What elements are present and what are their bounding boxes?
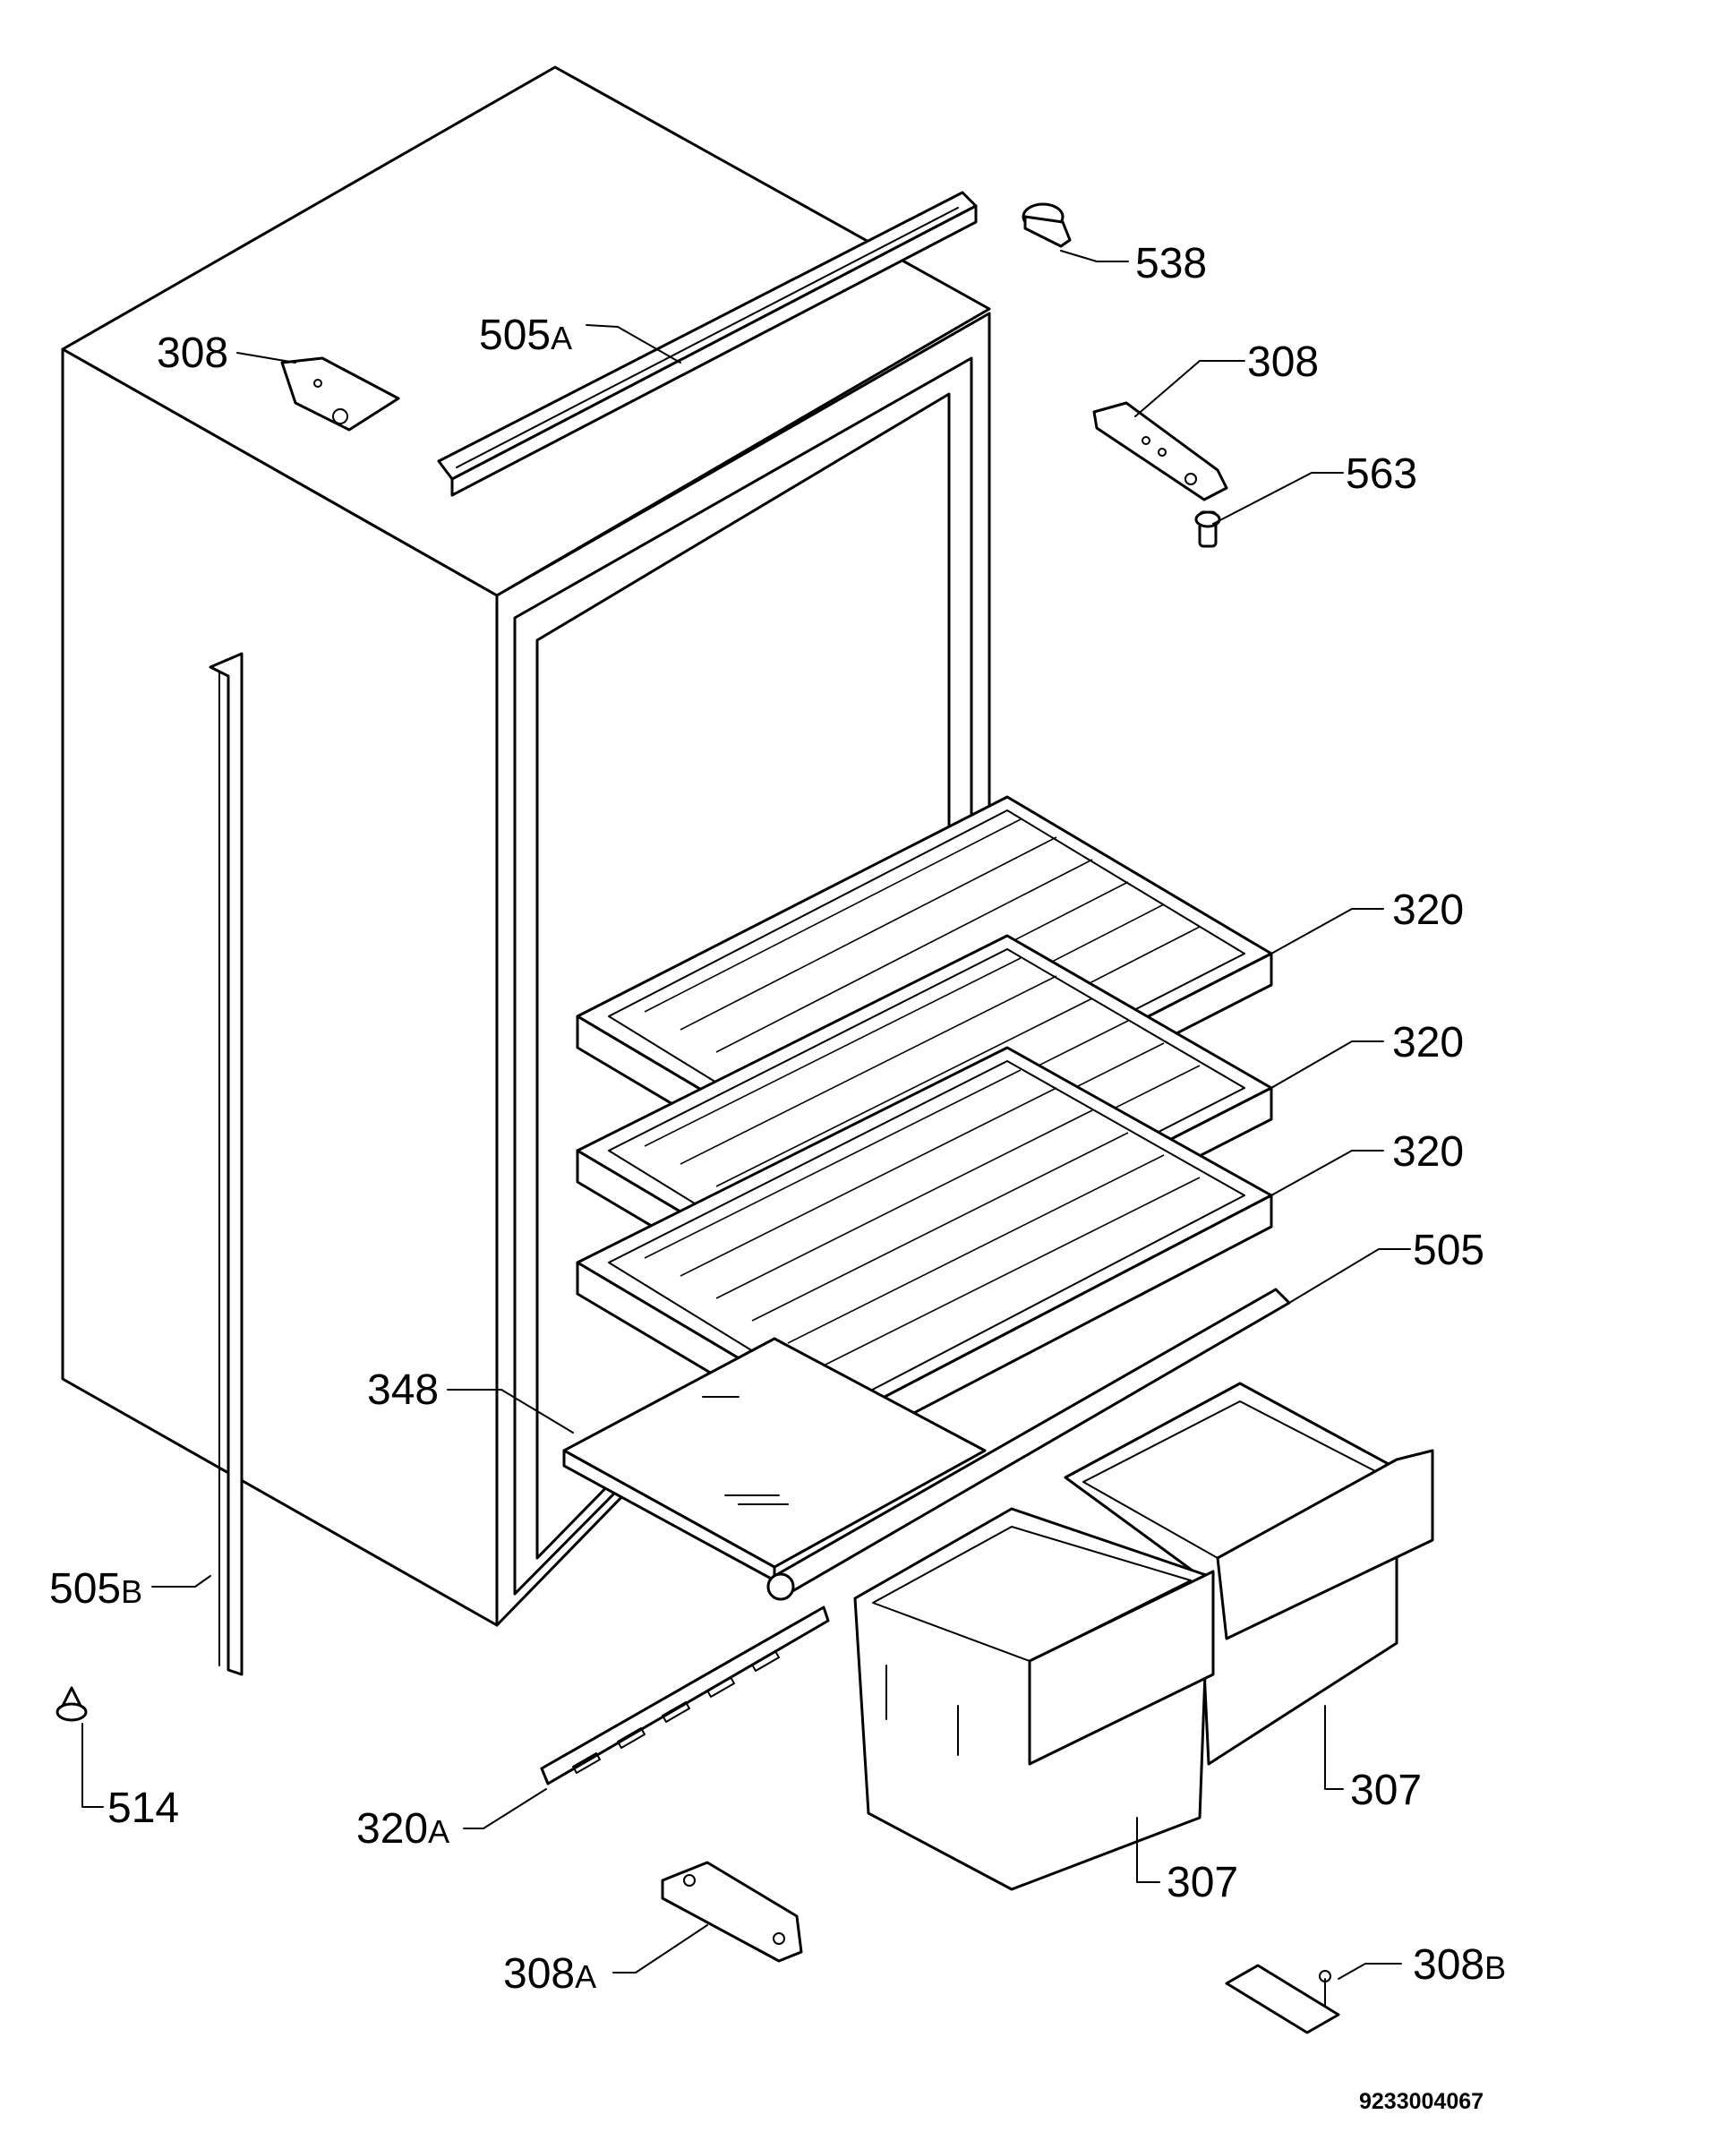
callout-320-shelf-bottom: 320 xyxy=(1392,1128,1464,1176)
hinge-plate-308-left xyxy=(280,356,400,432)
hinge-308a xyxy=(661,1861,803,1963)
hinge-308b xyxy=(1225,1964,1340,2034)
callout-505: 505 xyxy=(1413,1227,1484,1274)
side-rail-320a xyxy=(540,1605,830,1785)
callout-320-shelf-top: 320 xyxy=(1392,886,1464,934)
callout-307-left: 307 xyxy=(1167,1859,1238,1906)
seal-strip-505b xyxy=(209,652,244,1676)
bushing-538 xyxy=(1022,202,1072,248)
glass-plate-348 xyxy=(562,1337,987,1582)
foot-514 xyxy=(56,1686,88,1722)
leader-lines xyxy=(81,250,1411,1980)
callout-labels: 538 308 505A 308 563 320 320 320 505 348… xyxy=(49,240,1506,2114)
callout-505b: 505B xyxy=(49,1565,142,1613)
callout-320a: 320A xyxy=(356,1805,449,1853)
callout-505a: 505A xyxy=(479,312,572,359)
callout-308-left: 308 xyxy=(157,330,228,377)
top-rail-505a xyxy=(437,191,978,497)
crisper-drawer-307-right xyxy=(1064,1382,1434,1766)
hinge-308-right xyxy=(1092,401,1228,501)
callout-307-right: 307 xyxy=(1350,1767,1422,1814)
callout-563: 563 xyxy=(1346,450,1417,498)
callout-320-shelf-middle: 320 xyxy=(1392,1019,1464,1066)
callout-514: 514 xyxy=(107,1785,179,1832)
pin-563 xyxy=(1194,510,1221,548)
callout-538: 538 xyxy=(1135,240,1207,287)
diagram-code: 9233004067 xyxy=(1359,2089,1484,2114)
callout-308a: 308A xyxy=(503,1950,596,1998)
callout-348: 348 xyxy=(367,1366,439,1414)
callout-308-right: 308 xyxy=(1247,338,1319,386)
crisper-drawer-307-left xyxy=(853,1507,1215,1891)
callout-308b: 308B xyxy=(1413,1941,1506,1989)
